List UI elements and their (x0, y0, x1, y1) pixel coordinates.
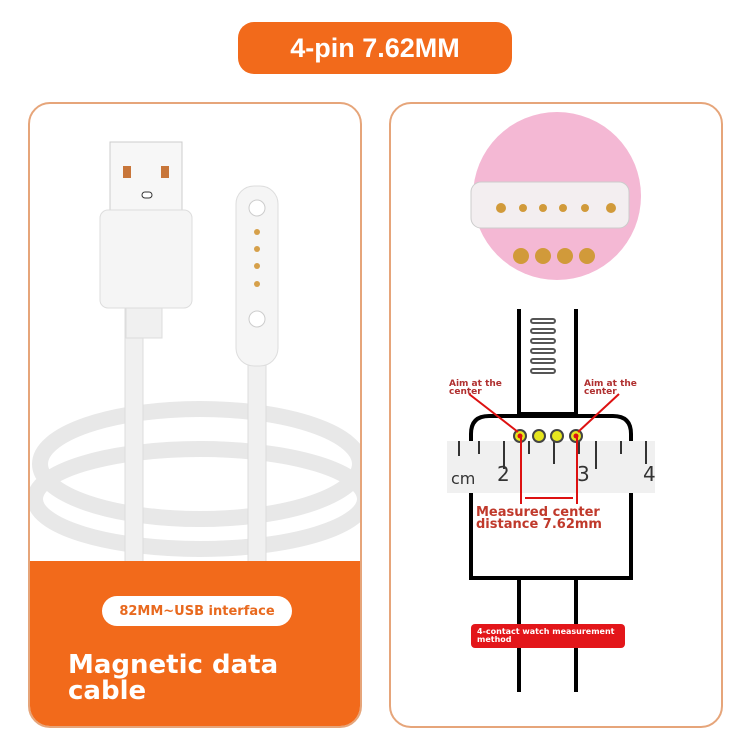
product-caption: Magnetic data cable (68, 650, 279, 706)
orange-footer (30, 561, 360, 726)
cable-panel: 82MM~USB interface Magnetic data cable (28, 102, 362, 728)
measurement-panel: Aim at the center Aim at the center cm 2… (389, 102, 723, 728)
aim-label-left: Aim at the center (449, 379, 502, 397)
measured-distance: Measured center distance 7.62mm (476, 505, 602, 532)
ruler-tick-4: 4 (643, 462, 656, 486)
aim-label-right: Aim at the center (584, 379, 637, 397)
measurement-diagram (447, 112, 655, 692)
title-banner: 4-pin 7.62MM (238, 22, 512, 74)
ruler-unit: cm (451, 469, 476, 488)
ruler-tick-2: 2 (497, 462, 510, 486)
interface-label: 82MM~USB interface (102, 596, 292, 626)
usb-cable-illustration (30, 141, 360, 575)
ruler-tick-3: 3 (577, 462, 590, 486)
method-label: 4-contact watch measurement method (471, 624, 625, 648)
title-text: 4-pin 7.62MM (290, 32, 460, 63)
